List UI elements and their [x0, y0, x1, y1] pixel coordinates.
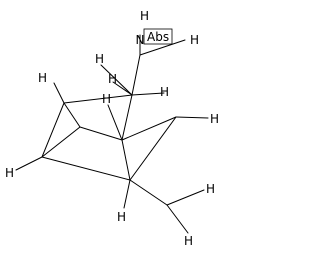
bond — [112, 81, 133, 96]
bond — [121, 116, 177, 141]
bond — [41, 102, 65, 158]
bond — [175, 116, 209, 119]
bond — [107, 104, 123, 141]
abs-flag-text: Abs — [147, 30, 169, 44]
bond — [41, 126, 81, 158]
bond — [100, 64, 133, 96]
atom-label-layer: N H H H H H H H H H H H H — [5, 9, 219, 248]
structure-canvas: N H H H H H H H H H H H H Abs — [5, 9, 219, 248]
bond — [15, 156, 43, 171]
atom-label-h: H — [210, 112, 219, 126]
atom-label-h: H — [95, 52, 104, 66]
atom-label-n: N — [136, 33, 145, 47]
bond — [123, 179, 131, 209]
bond — [79, 126, 123, 141]
bond — [121, 94, 133, 141]
bond — [131, 92, 165, 96]
bond — [63, 102, 81, 128]
bond — [41, 156, 131, 181]
atom-label-h: H — [184, 234, 193, 248]
bond — [129, 116, 177, 181]
atom-label-h: H — [5, 166, 14, 180]
atom-label-h: H — [160, 85, 169, 99]
bond — [131, 54, 141, 96]
bond — [53, 82, 65, 104]
bond — [139, 39, 186, 56]
abs-stereo-flag: Abs — [143, 28, 173, 45]
atom-label-h: H — [206, 182, 215, 196]
bond — [63, 94, 133, 104]
atom-label-h: H — [140, 9, 149, 23]
atom-label-h: H — [102, 92, 111, 106]
atom-label-h: H — [108, 72, 117, 86]
bond — [166, 189, 205, 206]
molecule-drawing: N H H H H H H H H H H H H Abs — [5, 9, 219, 248]
abs-flag-box — [143, 28, 173, 45]
atom-label-h: H — [117, 210, 126, 224]
bond-layer — [15, 34, 209, 234]
bond — [121, 139, 131, 181]
bond — [129, 179, 168, 206]
atom-label-h: H — [38, 71, 47, 85]
atom-label-h: H — [190, 33, 199, 47]
bond — [166, 204, 189, 234]
